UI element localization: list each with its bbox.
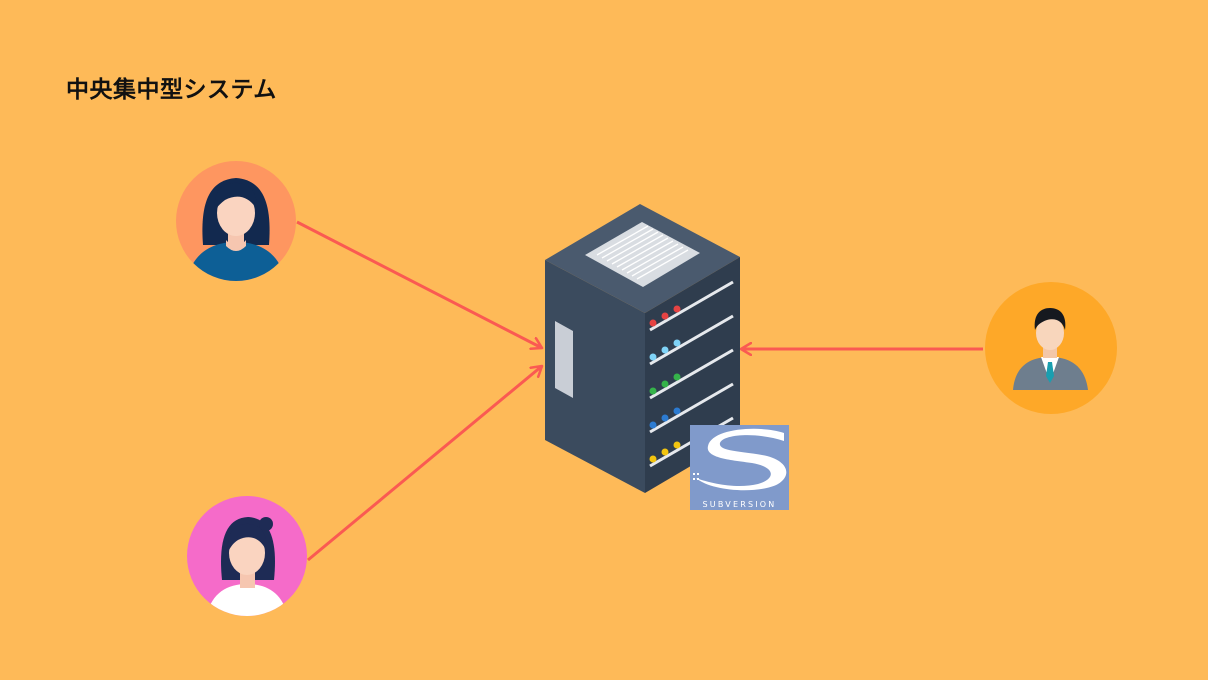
subversion-logo: SUBVERSION bbox=[690, 425, 789, 510]
page-title: 中央集中型システム bbox=[66, 77, 277, 103]
businessman-avatar-icon bbox=[985, 282, 1117, 414]
server-status-leds bbox=[649, 305, 681, 463]
edge-top-left-to-server bbox=[296, 220, 542, 348]
subversion-logo-label: SUBVERSION bbox=[703, 500, 777, 509]
woman-avatar-icon bbox=[176, 161, 296, 281]
woman-avatar-icon bbox=[187, 496, 307, 616]
edge-bottom-left-to-server bbox=[307, 366, 542, 562]
